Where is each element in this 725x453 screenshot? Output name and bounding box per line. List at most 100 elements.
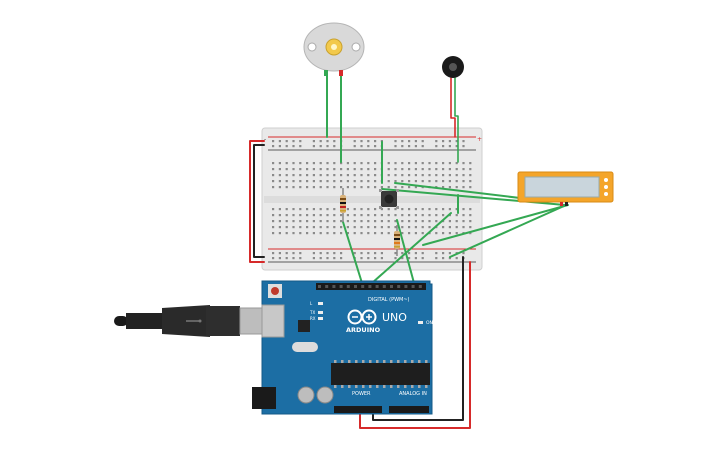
breadboard-hole <box>380 208 383 211</box>
arduino-uno[interactable]: ARDUINO UNO DIGITAL (PWM~) POWER ANALOG … <box>252 280 433 415</box>
arduino-logo-text: ARDUINO <box>346 326 381 334</box>
breadboard-hole <box>299 208 302 211</box>
digital-header-label: DIGITAL (PWM~) <box>368 297 410 303</box>
breadboard-hole <box>299 226 302 229</box>
breadboard-hole <box>367 145 370 148</box>
breadboard-hole <box>448 208 451 211</box>
wire-gnd-black[interactable] <box>372 256 464 421</box>
wire-left-black-loop[interactable] <box>253 144 265 258</box>
wire-resistor1-pin[interactable] <box>342 221 363 284</box>
header-pin <box>411 285 415 288</box>
header-pin <box>339 285 343 288</box>
breadboard-hole <box>360 214 363 217</box>
breadboard-hole <box>455 214 458 217</box>
breadboard-hole <box>278 252 281 255</box>
breadboard-hole <box>401 257 404 260</box>
breadboard-hole <box>421 174 424 177</box>
usb-cable[interactable] <box>114 305 283 337</box>
resistor-2[interactable] <box>394 225 400 256</box>
breadboard-hole <box>326 252 329 255</box>
breadboard-hole <box>374 208 377 211</box>
breadboard-hole <box>306 226 309 229</box>
lcd-display[interactable] <box>517 171 614 206</box>
wire-5v-red[interactable] <box>359 261 471 429</box>
board-model: UNO <box>382 311 407 324</box>
breadboard-hole <box>462 168 465 171</box>
rail-minus-label: - <box>264 136 266 143</box>
breadboard-hole <box>428 180 431 183</box>
dc-motor[interactable] <box>303 22 365 76</box>
breadboard-hole <box>333 208 336 211</box>
analog-header-label: ANALOG IN <box>399 391 427 397</box>
breadboard-hole <box>292 180 295 183</box>
breadboard-hole <box>285 257 288 260</box>
chip-leg <box>404 360 407 363</box>
breadboard-hole <box>367 214 370 217</box>
breadboard-hole <box>272 186 275 189</box>
breadboard-hole <box>353 174 356 177</box>
breadboard-hole <box>340 257 343 260</box>
pushbutton[interactable] <box>379 189 399 209</box>
breadboard-hole <box>455 208 458 211</box>
breadboard-hole <box>306 186 309 189</box>
resistor-1[interactable] <box>340 188 346 222</box>
breadboard-hole <box>360 174 363 177</box>
breadboard-hole <box>435 145 438 148</box>
wires[interactable] <box>249 71 569 429</box>
breadboard-hole <box>319 168 322 171</box>
header-pin <box>382 285 386 288</box>
wire-lcd-rail[interactable] <box>449 205 565 258</box>
breadboard-hole <box>442 257 445 260</box>
breadboard-hole <box>428 208 431 211</box>
breadboard-hole <box>278 257 281 260</box>
breadboard-hole <box>408 186 411 189</box>
chip-leg <box>348 360 351 363</box>
breadboard-hole <box>353 168 356 171</box>
breadboard-hole <box>414 168 417 171</box>
breadboard-hole <box>333 257 336 260</box>
breadboard-hole <box>340 252 343 255</box>
breadboard-hole <box>435 252 438 255</box>
tx-led-label: TX <box>309 310 315 315</box>
breadboard-hole <box>312 226 315 229</box>
header-pin <box>390 285 393 288</box>
breadboard-hole <box>408 145 411 148</box>
breadboard-hole <box>414 252 417 255</box>
breadboard-hole <box>387 162 390 165</box>
wire-button-pin[interactable] <box>371 212 452 284</box>
breadboard-hole <box>353 226 356 229</box>
breadboard-hole <box>435 162 438 165</box>
breadboard-hole <box>360 186 363 189</box>
wire-vib-red[interactable] <box>450 77 456 138</box>
breadboard-hole <box>374 180 377 183</box>
breadboard-hole <box>367 220 370 223</box>
breadboard-hole <box>394 162 397 165</box>
breadboard[interactable]: - + <box>261 127 483 271</box>
breadboard-hole <box>442 145 445 148</box>
breadboard-hole <box>326 214 329 217</box>
breadboard-hole <box>333 140 336 143</box>
breadboard-hole <box>346 162 349 165</box>
breadboard-hole <box>299 257 302 260</box>
chip-leg <box>369 385 372 388</box>
breadboard-hole <box>374 257 377 260</box>
header-pin <box>361 285 365 288</box>
breadboard-hole <box>272 168 275 171</box>
chip-leg <box>404 385 407 388</box>
wire-lcd-return[interactable] <box>422 204 569 246</box>
chip-leg <box>425 385 428 388</box>
wire-left-red-loop[interactable] <box>249 140 265 263</box>
breadboard-hole <box>360 232 363 235</box>
breadboard-hole <box>346 180 349 183</box>
breadboard-hole <box>312 162 315 165</box>
wire-resistor2-pin[interactable] <box>396 219 415 284</box>
wire-button-lcd[interactable] <box>394 182 521 199</box>
breadboard-hole <box>278 168 281 171</box>
breadboard-hole <box>340 214 343 217</box>
breadboard-hole <box>278 226 281 229</box>
wire-vib-black[interactable] <box>454 77 459 163</box>
breadboard-hole <box>299 162 302 165</box>
breadboard-hole <box>333 174 336 177</box>
vibration-motor[interactable] <box>442 56 464 78</box>
breadboard-hole <box>421 180 424 183</box>
